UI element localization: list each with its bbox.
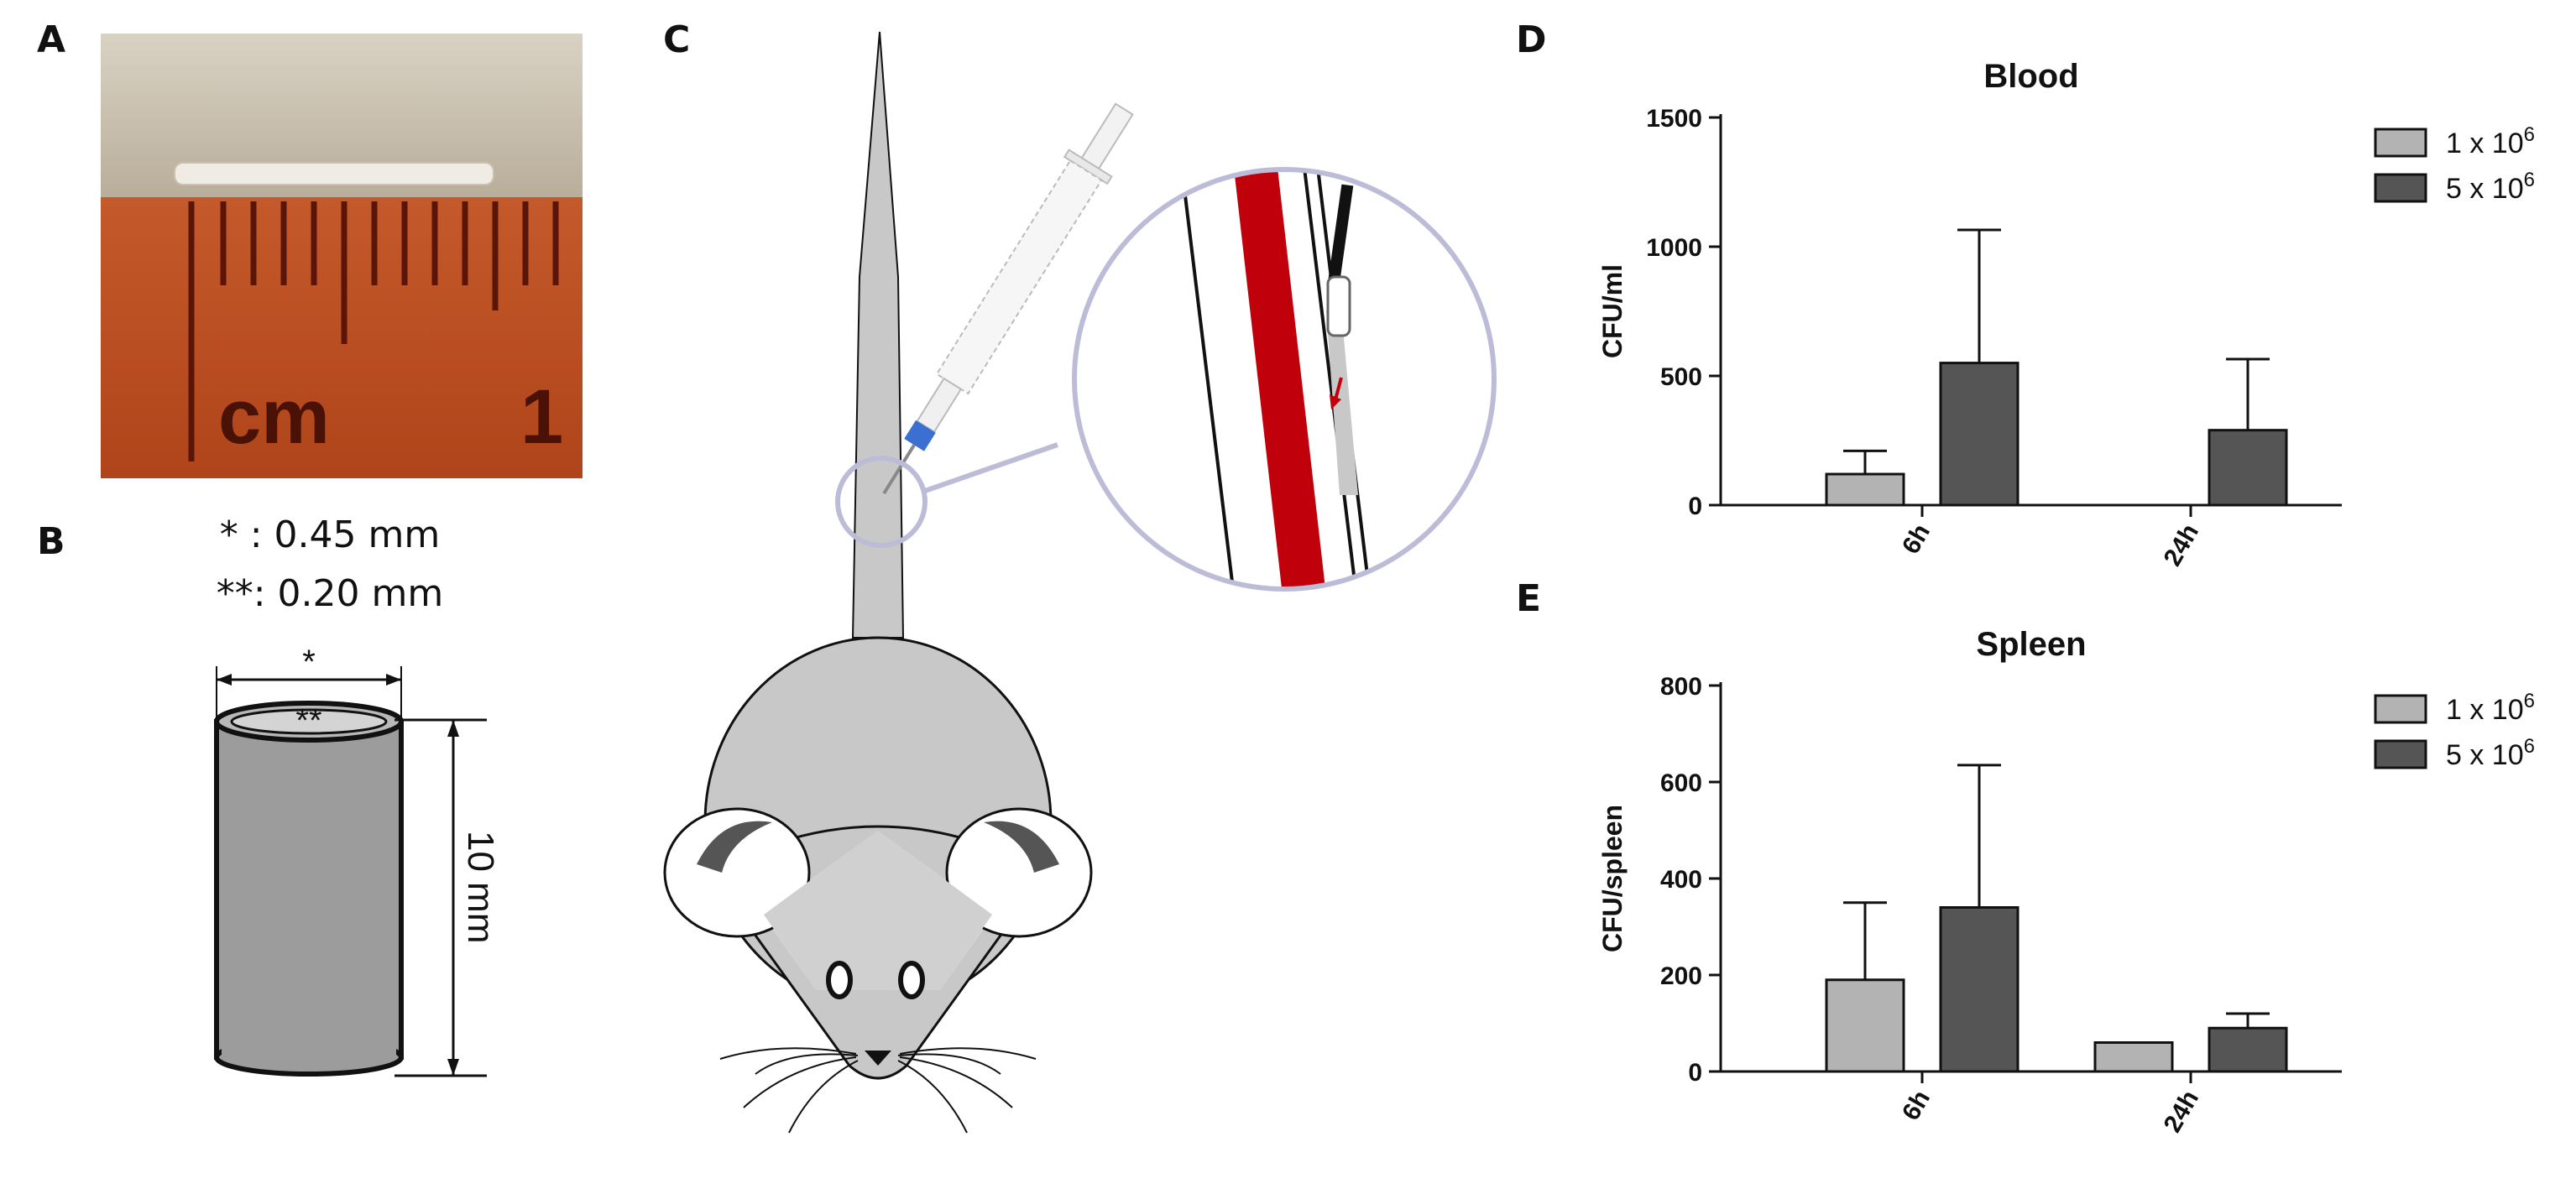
y-tick-label: 200 xyxy=(1660,962,1702,990)
x-tick-label: 24h xyxy=(2159,1086,2204,1137)
tube-diagram: * ** 10 mm xyxy=(214,644,501,1077)
legend-label: 1 x 106 xyxy=(2446,690,2535,726)
inner-mark: ** xyxy=(295,702,321,739)
right-ear xyxy=(945,807,1093,938)
left-ear xyxy=(663,807,811,938)
length-label: 10 mm xyxy=(460,831,501,943)
y-tick-label: 800 xyxy=(1660,673,1702,701)
x-tick-label: 24h xyxy=(2159,519,2204,571)
panel-d-letter: D xyxy=(1516,18,1547,61)
legend-swatch xyxy=(2374,173,2427,203)
whiskers xyxy=(719,1047,1037,1134)
bar xyxy=(1825,978,1905,1073)
panel-b-letter: B xyxy=(37,520,65,563)
syringe xyxy=(882,102,1134,495)
bar xyxy=(1825,472,1905,507)
syringe-hub xyxy=(904,420,936,451)
bar xyxy=(1939,362,2020,507)
outer-diameter-label: * : 0.45 mm xyxy=(219,514,441,556)
y-tick-label: 400 xyxy=(1660,866,1702,894)
ruler-photo: cm 1 xyxy=(101,34,583,478)
inner-diameter-label: **: 0.20 mm xyxy=(216,572,444,615)
tube-body xyxy=(214,719,404,1060)
legend-swatch xyxy=(2374,128,2427,158)
y-tick-label: 1000 xyxy=(1646,234,1702,262)
panel-a-letter: A xyxy=(37,18,66,61)
legend-label: 5 x 106 xyxy=(2446,169,2535,205)
ruler-ticks xyxy=(188,201,559,461)
left-eye xyxy=(826,961,853,999)
tube-lumen xyxy=(230,708,388,735)
blood-vessel xyxy=(1234,169,1326,589)
legend-label: 5 x 106 xyxy=(2446,735,2535,771)
panel-e-letter: E xyxy=(1516,577,1542,620)
y-tick-label: 1500 xyxy=(1646,105,1702,133)
right-eye xyxy=(898,961,925,999)
mouse-illustration xyxy=(663,31,1497,1134)
y-axis-label: CFU/spleen xyxy=(1597,805,1628,952)
x-tick-label: 6h xyxy=(1897,1086,1936,1125)
nose xyxy=(865,1051,891,1066)
x-tick-label: 6h xyxy=(1897,519,1936,559)
bar xyxy=(1939,906,2020,1073)
y-axis-label: CFU/ml xyxy=(1597,264,1628,358)
chart-title: Spleen xyxy=(1976,626,2086,663)
y-tick-label: 600 xyxy=(1660,769,1702,797)
ruler-unit-label: cm xyxy=(218,374,330,460)
bar xyxy=(2093,1041,2174,1073)
needle xyxy=(882,444,916,495)
legend-swatch xyxy=(2374,694,2427,724)
magnified-view xyxy=(1072,167,1497,592)
ruler-number-label: 1 xyxy=(520,374,563,460)
panel-c-letter: C xyxy=(663,18,691,61)
outer-mark: * xyxy=(302,644,316,680)
legend-label: 1 x 106 xyxy=(2446,123,2535,159)
chart-title: Blood xyxy=(1983,58,2078,95)
tube-sample xyxy=(174,162,494,185)
zoom-origin-circle xyxy=(835,456,927,548)
bar xyxy=(2208,429,2288,507)
bar xyxy=(2208,1026,2288,1073)
implanted-tube xyxy=(1326,275,1351,337)
y-tick-label: 0 xyxy=(1688,493,1702,520)
legend-swatch xyxy=(2374,739,2427,769)
y-tick-label: 0 xyxy=(1688,1059,1702,1087)
y-tick-label: 500 xyxy=(1660,363,1702,391)
